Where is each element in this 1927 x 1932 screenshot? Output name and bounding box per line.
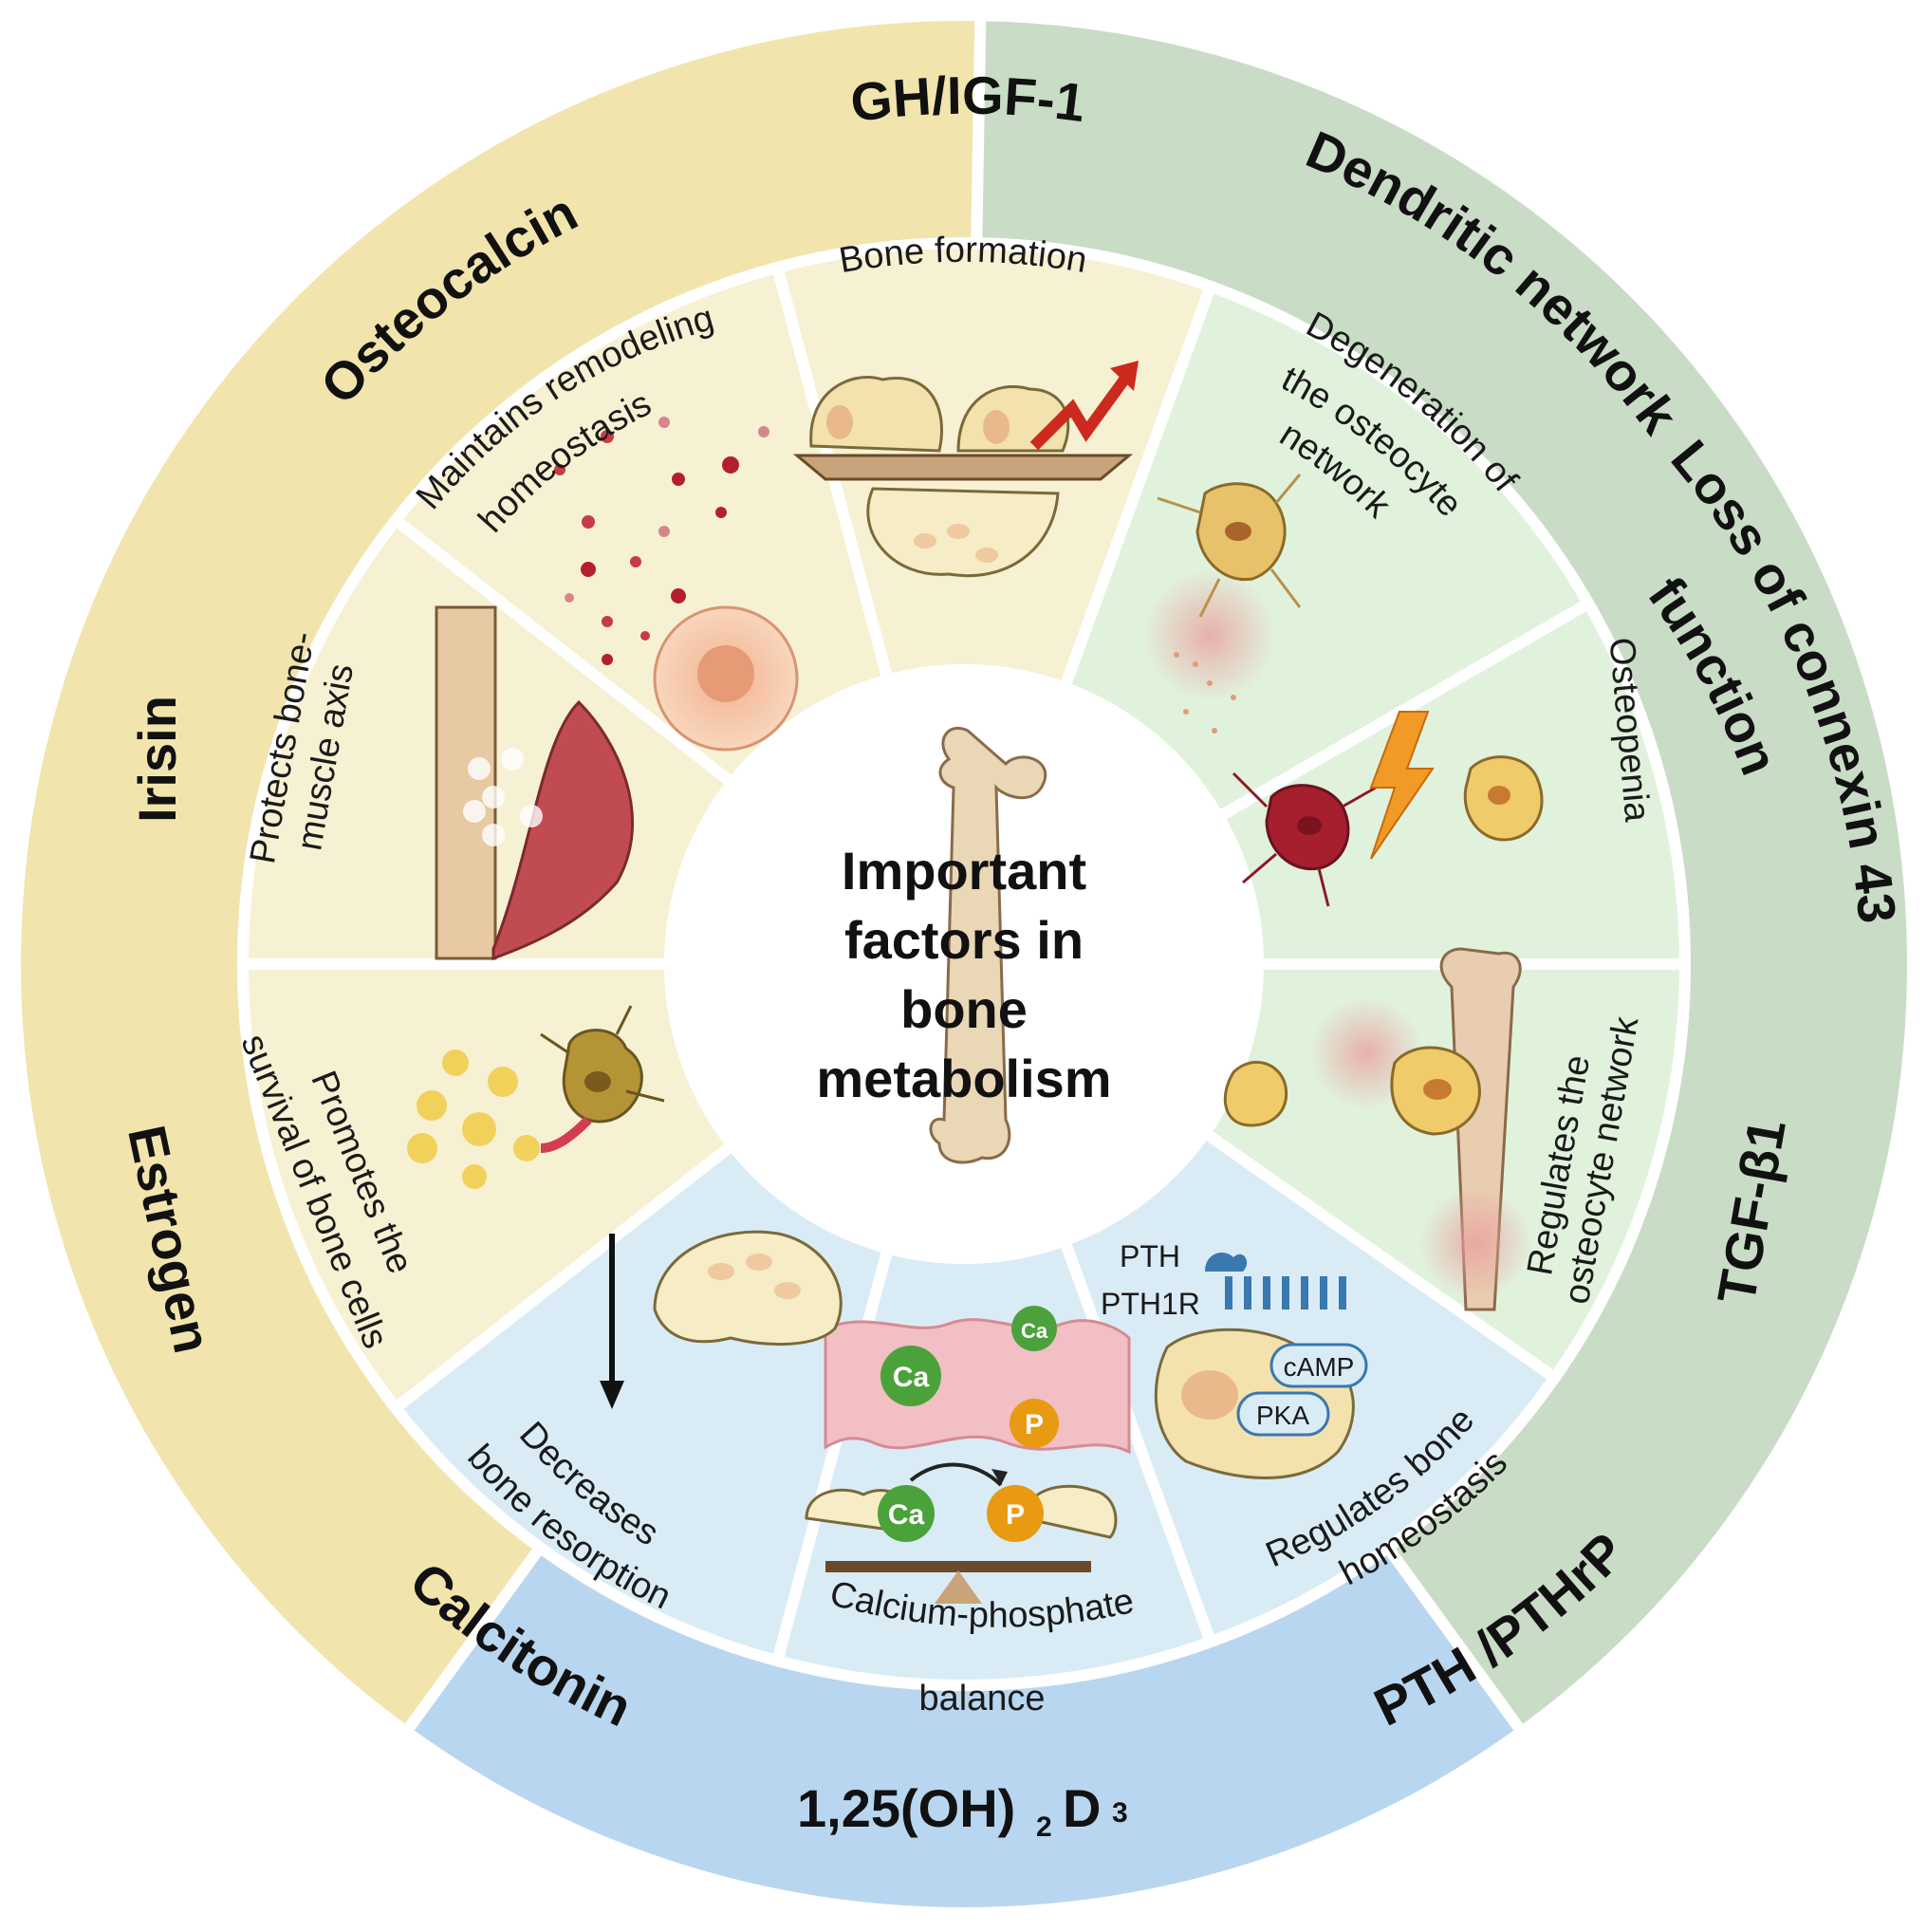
vitd-d: D — [1063, 1778, 1101, 1838]
pth1r-label: PTH1R — [1101, 1287, 1200, 1321]
network-degeneration-illustration — [1143, 474, 1302, 734]
center-title-line-1: Important — [842, 841, 1086, 901]
p-chip-2: P — [1006, 1499, 1025, 1531]
osteocyte-network-illustration — [1223, 947, 1532, 1311]
inner-sector-osteopenia — [1211, 595, 1692, 970]
label-gh-igf1: GH/IGF-1 — [847, 65, 1088, 134]
pka-label: PKA — [1256, 1401, 1309, 1430]
bone-cell-survival-illustration — [407, 1005, 665, 1189]
femur-icon — [929, 726, 1047, 1164]
calcium-phosphate-illustration — [805, 1306, 1131, 1604]
vitd-sub-2: 2 — [1036, 1811, 1052, 1843]
pth-signaling-illustration — [1154, 1253, 1368, 1479]
center-title-line-3: bone — [900, 979, 1028, 1039]
center-title-line-2: factors in — [844, 910, 1084, 970]
ca-chip-1: Ca — [893, 1362, 930, 1393]
pth-label: PTH — [1120, 1239, 1180, 1273]
center-title-line-4: metabolism — [816, 1049, 1111, 1108]
vitd-main: 1,25(OH) — [797, 1778, 1015, 1838]
bone-formation-illustration — [792, 361, 1139, 578]
resorption-illustration — [600, 1230, 843, 1409]
bone-muscle-illustration — [435, 605, 635, 961]
ca-chip-2: Ca — [1021, 1319, 1048, 1343]
inner-ca-p-balance-2: balance — [918, 1679, 1045, 1718]
camp-label: cAMP — [1284, 1352, 1355, 1382]
vitd-sub-3: 3 — [1112, 1797, 1128, 1829]
label-vitamin-d: 1,25(OH) 2 D 3 — [797, 1778, 1128, 1843]
p-chip-1: P — [1025, 1409, 1044, 1440]
ca-chip-3: Ca — [888, 1499, 925, 1531]
label-irisin: Irisin — [127, 696, 187, 823]
remodeling-illustration — [554, 417, 799, 752]
osteopenia-illustration — [1232, 711, 1544, 907]
